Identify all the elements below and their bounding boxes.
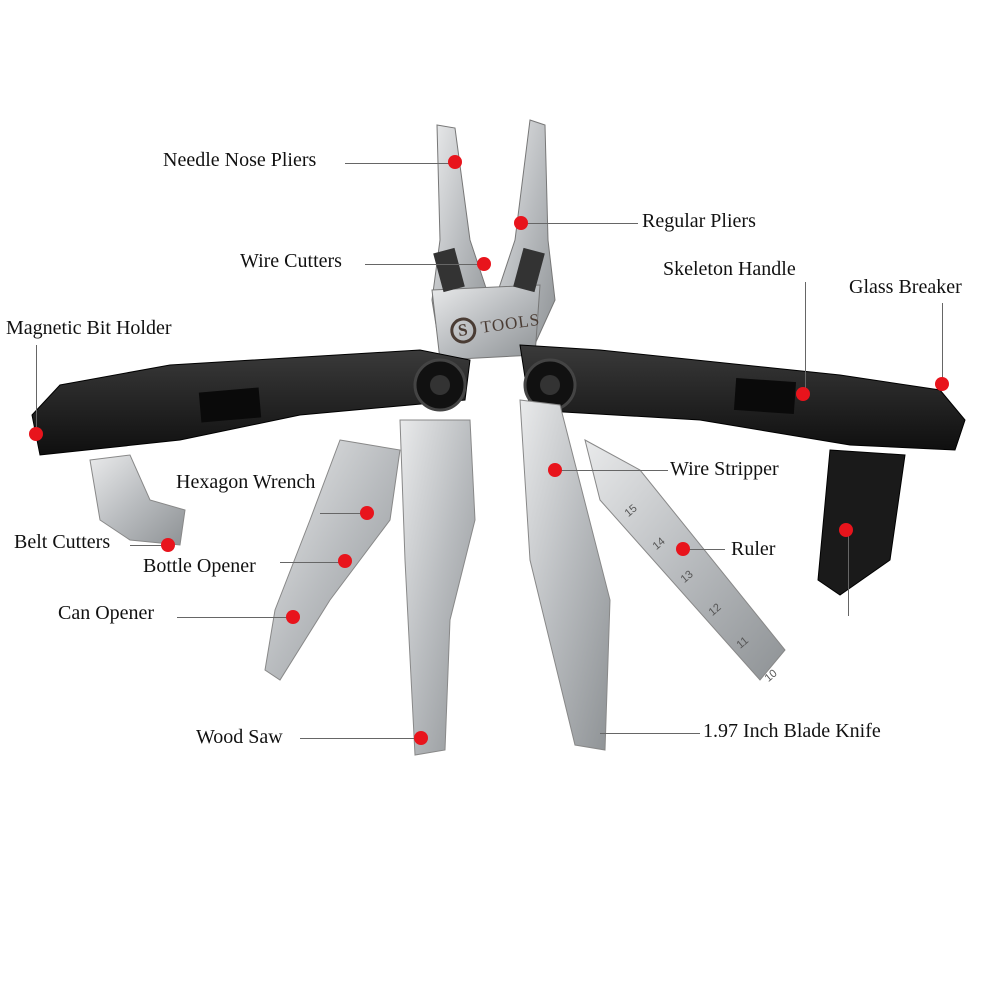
marker-dot — [448, 155, 462, 169]
label-hexagon-wrench: Hexagon Wrench — [176, 471, 316, 493]
label-regular-pliers: Regular Pliers — [642, 210, 756, 232]
leader-line — [130, 545, 168, 546]
label-wood-saw: Wood Saw — [196, 726, 283, 748]
label-magnetic-bit-holder: Magnetic Bit Holder — [6, 317, 172, 339]
marker-dot — [935, 377, 949, 391]
leader-line — [177, 617, 293, 618]
leader-line — [320, 513, 367, 514]
logo-text: TOOLS — [479, 309, 542, 337]
label-ruler: Ruler — [731, 538, 776, 560]
marker-dot — [29, 427, 43, 441]
leader-line — [365, 264, 484, 265]
marker-dot — [514, 216, 528, 230]
belt-cutter-tool — [89, 454, 186, 546]
leader-line — [36, 345, 37, 434]
marker-dot — [414, 731, 428, 745]
knife-blade — [519, 399, 611, 751]
marker-dot — [796, 387, 810, 401]
marker-dot — [161, 538, 175, 552]
label-needle-nose-pliers: Needle Nose Pliers — [163, 149, 317, 171]
label-belt-cutters: Belt Cutters — [14, 531, 111, 553]
leader-line — [555, 470, 668, 471]
leader-line — [848, 530, 849, 616]
label-blade-knife: 1.97 Inch Blade Knife — [703, 720, 881, 742]
leader-line — [805, 282, 806, 394]
label-bottle-opener: Bottle Opener — [143, 555, 256, 577]
leader-line — [683, 549, 725, 550]
marker-dot — [477, 257, 491, 271]
bit-holder — [817, 449, 906, 596]
marker-dot — [286, 610, 300, 624]
leader-line — [942, 303, 943, 384]
leader-line — [345, 163, 455, 164]
label-wire-stripper: Wire Stripper — [670, 458, 779, 480]
label-skeleton-handle: Skeleton Handle — [663, 258, 796, 280]
leader-line — [300, 738, 421, 739]
ruler-tool — [584, 439, 786, 681]
marker-dot — [839, 523, 853, 537]
leader-line — [280, 562, 345, 563]
logo-mark: S — [448, 315, 478, 346]
label-wire-cutters: Wire Cutters — [240, 250, 342, 272]
marker-dot — [548, 463, 562, 477]
marker-dot — [338, 554, 352, 568]
wood-saw-blade — [399, 419, 476, 756]
leader-line — [600, 733, 700, 734]
leader-line — [521, 223, 638, 224]
marker-dot — [676, 542, 690, 556]
label-can-opener: Can Opener — [58, 602, 155, 624]
marker-dot — [360, 506, 374, 520]
label-glass-breaker: Glass Breaker — [849, 276, 962, 298]
